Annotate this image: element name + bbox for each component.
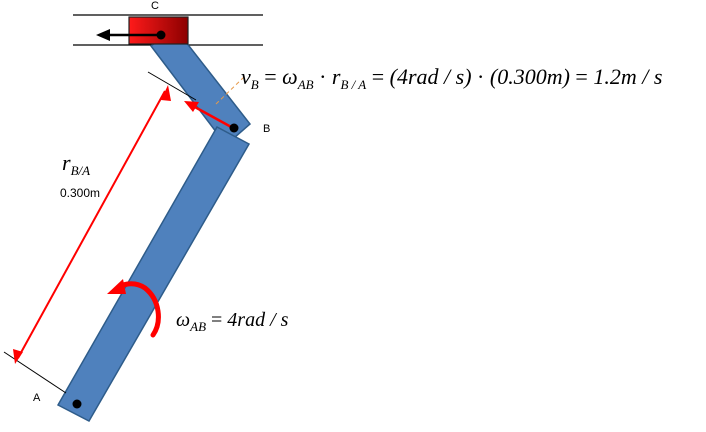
point-label-a: A (33, 392, 41, 404)
point-label-b: B (263, 123, 271, 135)
link-ab (56, 125, 251, 422)
pin-b (229, 123, 239, 133)
angular-velocity-arrowhead (107, 279, 126, 294)
dimension-line (17, 90, 166, 359)
slider-block (128, 16, 189, 45)
point-label-c: C (151, 0, 159, 12)
length-value: 0.300m (60, 186, 101, 200)
pin-c (156, 30, 166, 40)
extension-line-top (147, 71, 197, 101)
velocity-equation: vB = ωAB · rB / A = (4rad / s) · (0.300m… (241, 64, 663, 92)
vb-arrowhead (184, 101, 199, 112)
vb-arrow (192, 104, 234, 130)
pin-a (72, 399, 82, 409)
dimension-arrowhead-top (161, 85, 171, 101)
length-symbol: rB/A (62, 150, 91, 178)
extension-line-bottom (3, 351, 67, 394)
slider-velocity-arrowhead (96, 29, 110, 41)
angular-velocity-arrow (116, 281, 161, 338)
dimension-arrowhead-bottom (13, 349, 23, 364)
angular-velocity-label: ωAB = 4rad / s (176, 309, 289, 334)
